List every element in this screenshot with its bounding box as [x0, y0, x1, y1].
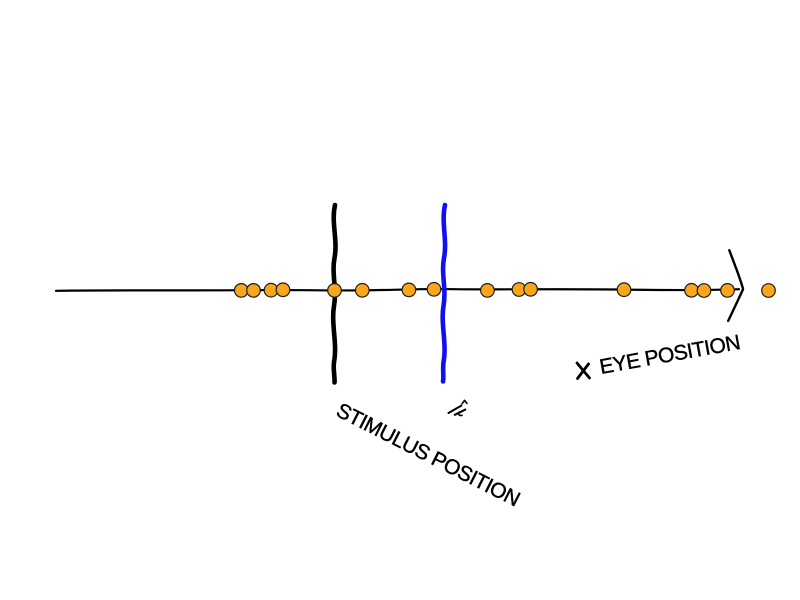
svg-text:STIMULUS POSITION: STIMULUS POSITION: [333, 399, 524, 511]
svg-text:EYE POSITION: EYE POSITION: [598, 331, 742, 379]
